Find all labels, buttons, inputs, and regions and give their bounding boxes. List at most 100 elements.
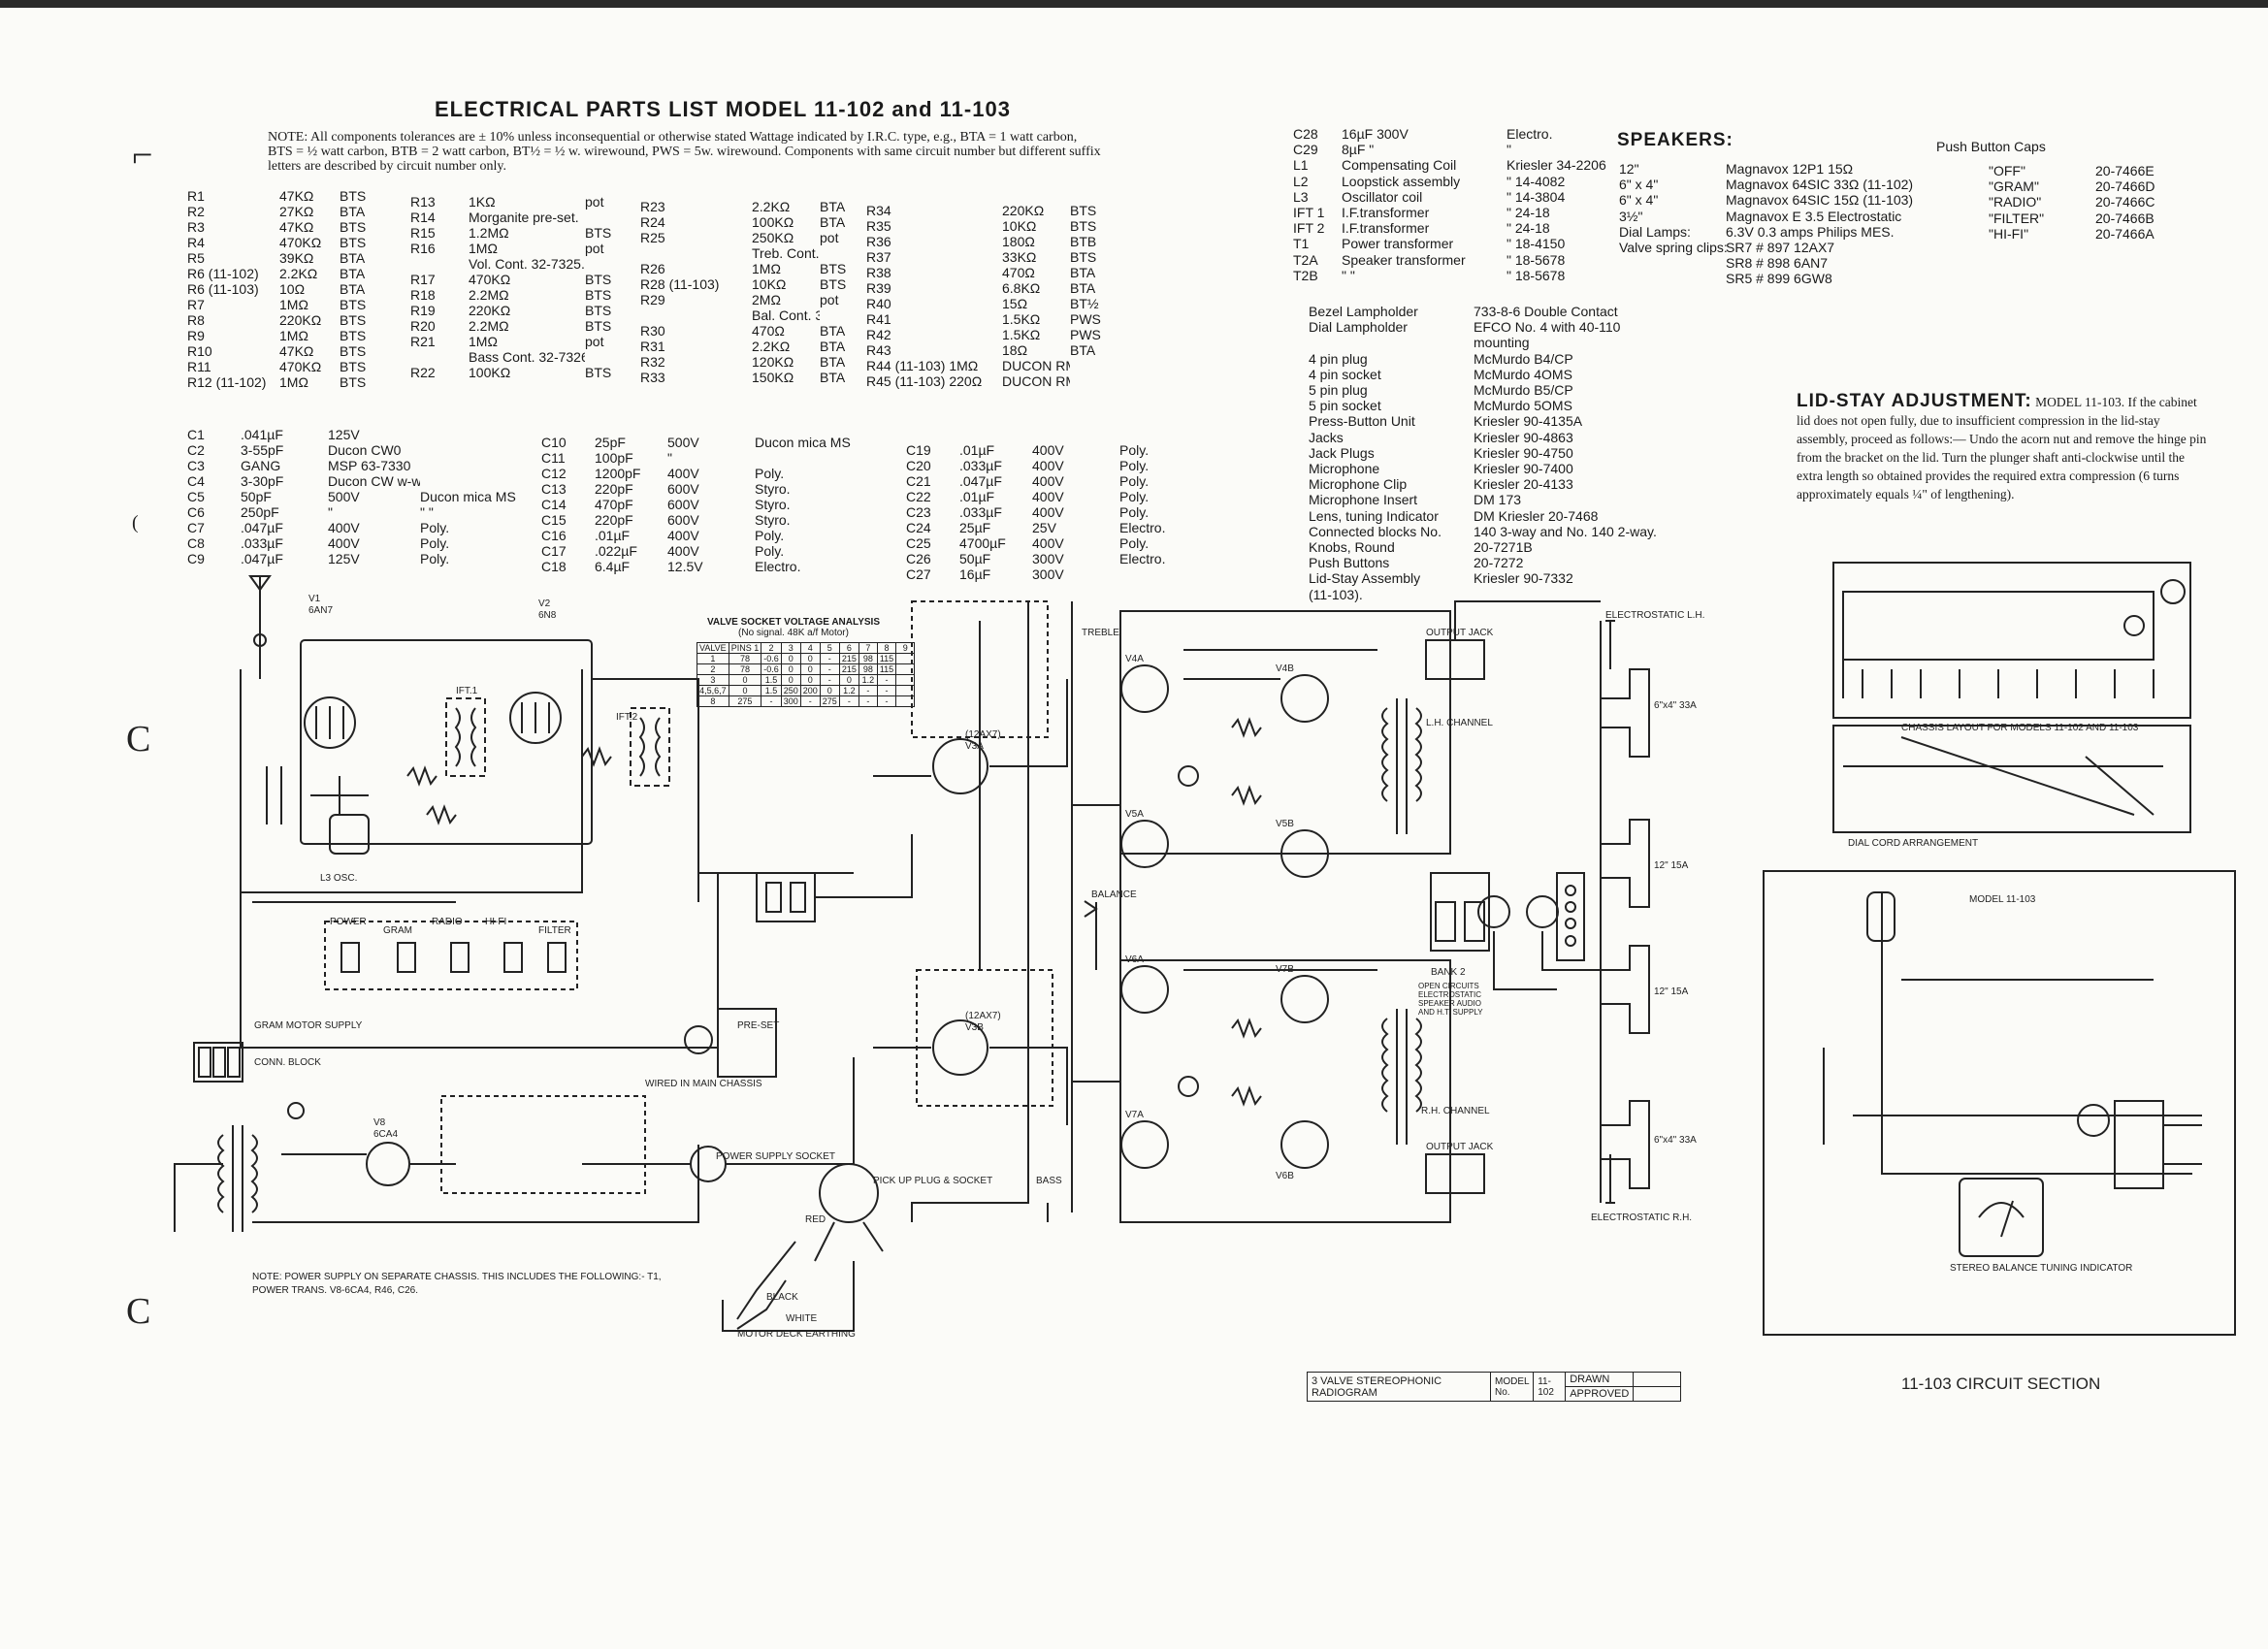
v3b-valve	[932, 1019, 988, 1076]
part-cell: BTS	[585, 225, 612, 241]
part-cell: Kriesler 34-2206	[1507, 157, 1606, 174]
pickup-label: PICK UP PLUG & SOCKET	[873, 1176, 992, 1186]
osc-label: L3 OSC.	[320, 873, 357, 884]
ift2-label: IFT.2	[616, 712, 638, 723]
part-cell: McMurdo 4OMS	[1474, 366, 1572, 382]
part-cell: BTA	[820, 354, 846, 370]
part-row: mounting	[1309, 335, 1726, 350]
part-cell: L2	[1293, 173, 1309, 189]
part-cell: " "	[420, 504, 434, 520]
part-cell: 400V	[328, 535, 360, 551]
part-cell: 220pF	[595, 481, 633, 497]
list-item: "OFF"20-7466E	[1989, 163, 2183, 178]
part-cell: 6.4µF	[595, 559, 631, 574]
part-cell: 300V	[1032, 551, 1064, 566]
part-cell: 250pF	[241, 504, 279, 520]
part-cell: R37	[866, 249, 891, 265]
part-cell: Kriesler 90-7332	[1474, 570, 1573, 587]
part-cell: 220pF	[595, 512, 633, 528]
part-cell: Electro.	[1119, 520, 1166, 535]
part-cell: C25	[906, 535, 931, 551]
part-cell: C1	[187, 427, 205, 442]
part-cell: BTA	[340, 266, 366, 281]
part-cell: " 14-3804	[1507, 188, 1566, 205]
electrostatic-rh-label: ELECTROSTATIC R.H.	[1591, 1212, 1692, 1223]
part-cell: "	[328, 504, 333, 520]
part-cell: DM 173	[1474, 492, 1522, 508]
part-cell: C28	[1293, 126, 1318, 142]
part-cell: 125V	[328, 427, 360, 442]
part-cell: R24	[640, 214, 665, 230]
part-cell: 27KΩ	[279, 204, 314, 219]
part-cell: BTA	[820, 339, 846, 354]
list-cell: Magnavox 64SIC 33Ω (11-102)	[1726, 177, 1914, 193]
part-cell: " 24-18	[1507, 220, 1550, 237]
part-cell: R20	[410, 318, 436, 334]
part-cell: R29	[640, 292, 665, 307]
part-cell: Kriesler 90-4863	[1474, 429, 1573, 445]
tuning-meter	[1959, 1178, 2044, 1257]
tolerance-note: NOTE: All components tolerances are ± 10…	[268, 130, 1101, 174]
part-cell: Ducon CW w-w	[328, 473, 420, 489]
part-cell: "	[667, 450, 672, 466]
part-cell: BTS	[340, 343, 367, 359]
part-cell: Speaker transformer	[1342, 251, 1466, 268]
part-cell: Compensating Coil	[1342, 157, 1457, 174]
v3a-label: V3A	[965, 741, 984, 752]
part-cell: 25pF	[595, 435, 626, 450]
part-cell: .022µF	[595, 543, 637, 559]
part-cell: 25µF	[959, 520, 991, 535]
part-cell: IFT 2	[1293, 220, 1325, 237]
part-cell: 12.5V	[667, 559, 703, 574]
part-cell: C9	[187, 551, 205, 566]
part-cell: C15	[541, 512, 567, 528]
electrostatic-lh	[1605, 620, 1615, 669]
part-cell: Press-Button Unit	[1309, 413, 1415, 430]
v3b-label: V3B	[965, 1022, 984, 1033]
switch-bank	[324, 921, 578, 990]
part-cell: 600V	[667, 481, 699, 497]
part-cell: C8	[187, 535, 205, 551]
binder-mark-4: (	[132, 512, 139, 534]
part-cell: 400V	[667, 466, 699, 481]
part-cell: R6 (11-102)	[187, 266, 259, 281]
v7b-valve	[1280, 975, 1329, 1023]
title-block-drawn-sign	[1633, 1372, 1682, 1387]
part-cell: 400V	[1032, 442, 1064, 458]
part-cell: 1.5KΩ	[1002, 311, 1041, 327]
part-cell: L1	[1293, 157, 1309, 174]
part-cell: Microphone Insert	[1309, 492, 1418, 508]
part-cell: R22	[410, 365, 436, 380]
voltage-cell: 8	[697, 695, 729, 707]
part-cell: pot	[820, 230, 839, 245]
voltage-analysis-title: VALVE SOCKET VOLTAGE ANALYSIS	[707, 617, 880, 628]
v4b-valve	[1280, 674, 1329, 723]
part-cell: .047µF	[241, 551, 283, 566]
dial-cord-label: DIAL CORD ARRANGEMENT	[1848, 838, 1978, 849]
switch-hifi-label: HI-FI	[485, 917, 506, 927]
part-row: Microphone Insert DM 173	[1309, 492, 1726, 507]
ift1-box	[445, 697, 486, 777]
part-cell: Bal. Cont. 32-7328.	[752, 307, 820, 323]
part-cell: 150KΩ	[752, 370, 794, 385]
part-cell: " "	[1342, 267, 1355, 283]
voltage-cell: -	[838, 695, 859, 707]
part-cell: 1MΩ	[469, 241, 498, 256]
